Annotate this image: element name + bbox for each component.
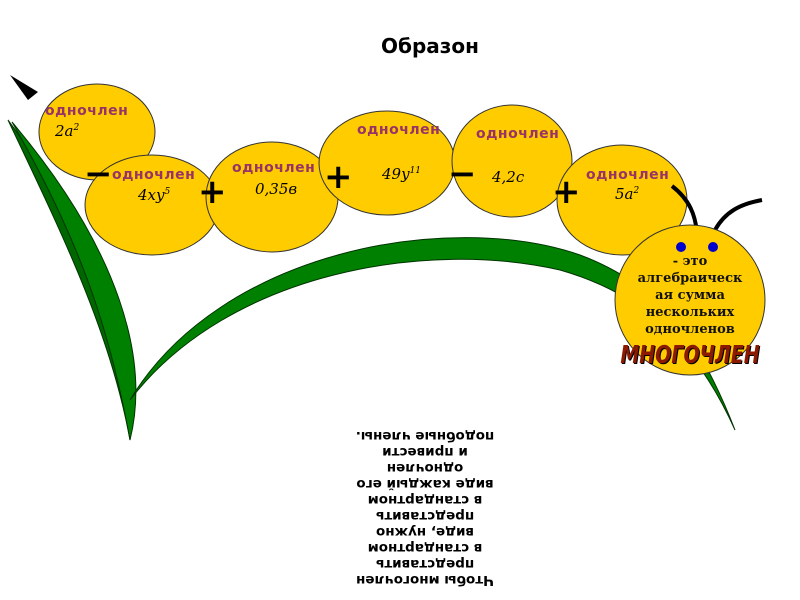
definition-line: алгебраическ: [637, 271, 743, 286]
plant-leaf-left: [11, 121, 137, 441]
rule-line: в стандартном: [367, 540, 483, 556]
rule-text-upside-down: Чтобы многочлен представить в стандартно…: [290, 428, 560, 588]
monomial-4-value: 49y11: [382, 165, 422, 183]
bubble-5: [451, 104, 573, 218]
monomial-1-value: 2a2: [55, 122, 80, 140]
definition-line: ая сумма: [655, 288, 725, 303]
eye-right: [708, 242, 718, 252]
monomial-5-label: одночлен: [476, 126, 560, 142]
rule-line: и привести: [382, 444, 468, 460]
rule-line: Чтобы многочлен: [356, 572, 494, 588]
monomial-5-value: 4,2c: [492, 168, 525, 186]
operator-minus-1: −: [84, 154, 113, 194]
rule-line: подобные члены.: [355, 428, 495, 444]
monomial-3-value: 0,35в: [255, 180, 298, 198]
plant-tip: [10, 75, 38, 100]
rule-line: виде каждый его: [356, 476, 494, 492]
monomial-6-value: 5a2: [615, 185, 640, 203]
monomial-1-label: одночлен: [45, 103, 129, 119]
caterpillar-head: [614, 224, 766, 376]
operator-plus-1: +: [198, 172, 227, 212]
rule-line: представить: [375, 556, 475, 572]
rule-line: представить: [375, 508, 475, 524]
definition-line: одночленов: [645, 322, 735, 337]
definition-text: - это алгебраическ ая сумма нескольких о…: [615, 253, 765, 338]
term-polynomial: МНОГОЧЛЕН: [620, 340, 760, 370]
eye-left: [676, 242, 686, 252]
monomial-4-label: одночлен: [357, 122, 441, 138]
monomial-2-label: одночлен: [112, 167, 196, 183]
plant-leaf-arc: [129, 237, 736, 431]
monomial-3-label: одночлен: [232, 160, 316, 176]
antenna-right: [713, 198, 763, 232]
definition-line: - это: [672, 254, 708, 269]
monomial-6-label: одночлен: [586, 167, 670, 183]
rule-line: одночлен: [386, 460, 464, 476]
rule-line: в стандартном: [367, 492, 483, 508]
operator-minus-2: −: [448, 154, 477, 194]
rule-line: виде, нужно: [375, 524, 475, 540]
definition-line: нескольких: [645, 305, 735, 320]
operator-plus-3: +: [552, 172, 581, 212]
slide-title: Образон: [381, 34, 479, 58]
monomial-2-value: 4xy5: [138, 186, 171, 204]
operator-plus-2: +: [324, 157, 353, 197]
